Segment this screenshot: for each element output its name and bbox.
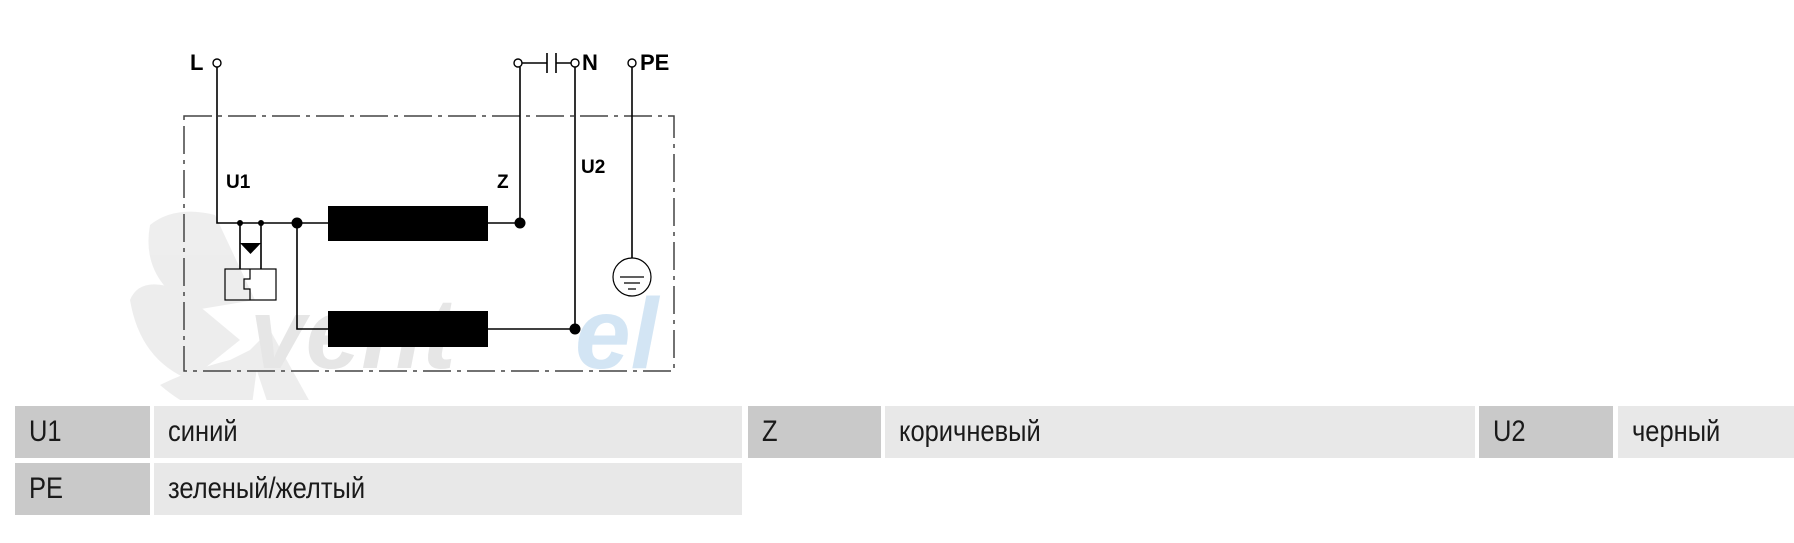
auxiliary-winding (328, 311, 488, 347)
legend-value: коричневый (885, 406, 1475, 458)
motor-housing-outline (183, 115, 675, 372)
legend-row: U1 синий Z коричневый U2 черный (0, 406, 1794, 458)
watermark-el: el (575, 278, 661, 390)
terminal-label-l: L (190, 50, 203, 75)
terminal-n (570, 58, 580, 68)
terminal-label-pe: PE (640, 50, 669, 75)
node (514, 217, 526, 229)
legend-key: PE (15, 463, 150, 515)
wire-label-u2: U2 (581, 157, 605, 178)
terminal-pe (627, 58, 637, 68)
node (291, 217, 303, 229)
legend-key: Z (748, 406, 881, 458)
wire-branch (296, 223, 328, 330)
legend-value: зеленый/желтый (154, 463, 742, 515)
wire-u2 (488, 67, 576, 330)
node (237, 220, 243, 226)
wire-label-u1: U1 (226, 172, 251, 193)
legend-key: U2 (1479, 406, 1613, 458)
thermal-protector-leads (239, 223, 262, 269)
ground-icon (612, 257, 652, 297)
wire-u1 (216, 67, 328, 224)
fan-icon (130, 211, 309, 400)
wire-label-z: Z (497, 172, 509, 193)
wire-z (488, 67, 521, 224)
capacitor-icon (546, 53, 557, 73)
legend-row: PE зеленый/желтый (0, 463, 1794, 515)
terminal-l (212, 58, 222, 68)
terminal-label-n: N (582, 50, 598, 75)
wiring-diagram: vent el (130, 50, 675, 400)
node (569, 323, 581, 335)
main-winding (328, 206, 488, 241)
legend-value: черный (1618, 406, 1794, 458)
node (258, 220, 264, 226)
legend-value: синий (154, 406, 742, 458)
terminal-capacitor (513, 58, 523, 68)
legend-key: U1 (15, 406, 150, 458)
